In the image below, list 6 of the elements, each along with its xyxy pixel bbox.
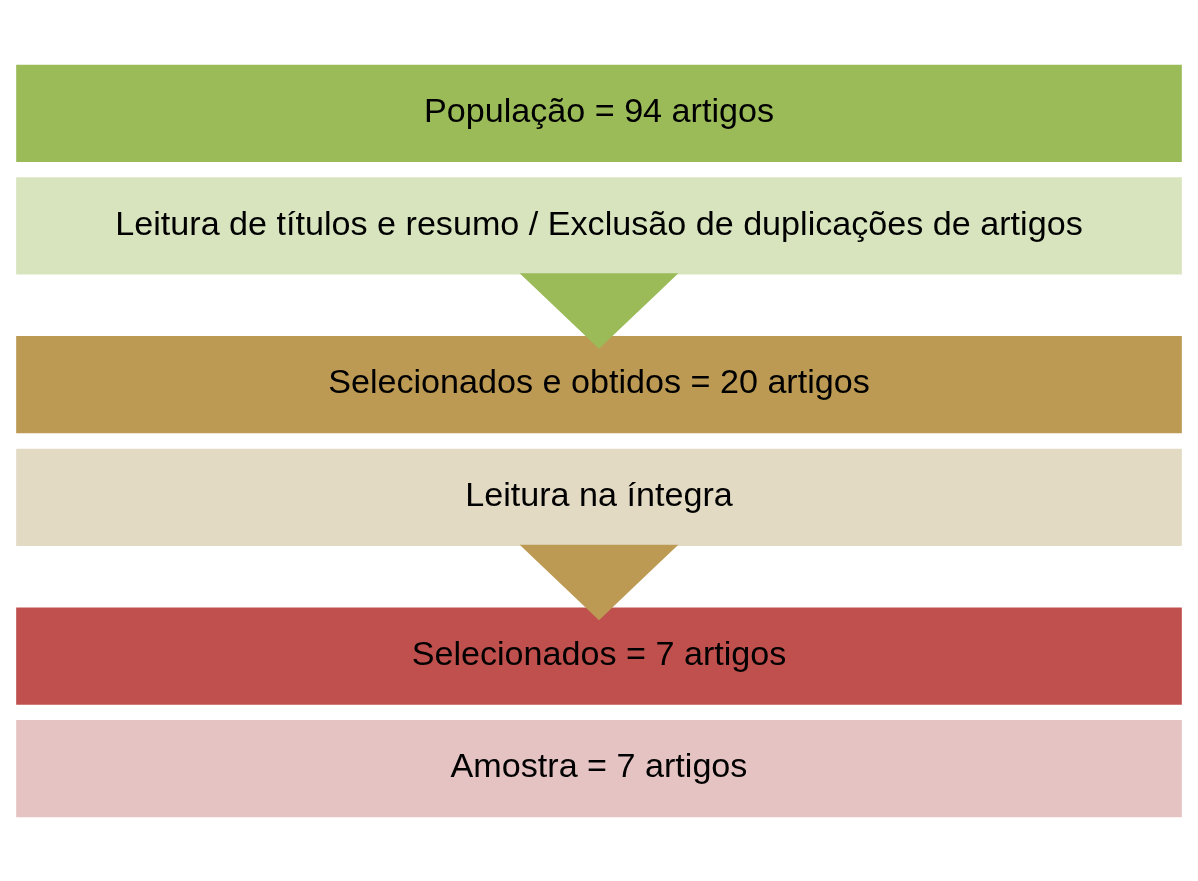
node-box: Selecionados e obtidos = 20 artigos <box>14 333 1184 435</box>
node-box: População = 94 artigos <box>14 62 1184 164</box>
node-box: Leitura na íntegra <box>14 446 1184 548</box>
node-box: Amostra = 7 artigos <box>14 717 1184 819</box>
node-box: Leitura de títulos e resumo / Exclusão de duplicações de artigos <box>14 175 1184 276</box>
node-box: Selecionados = 7 artigos <box>14 605 1184 706</box>
